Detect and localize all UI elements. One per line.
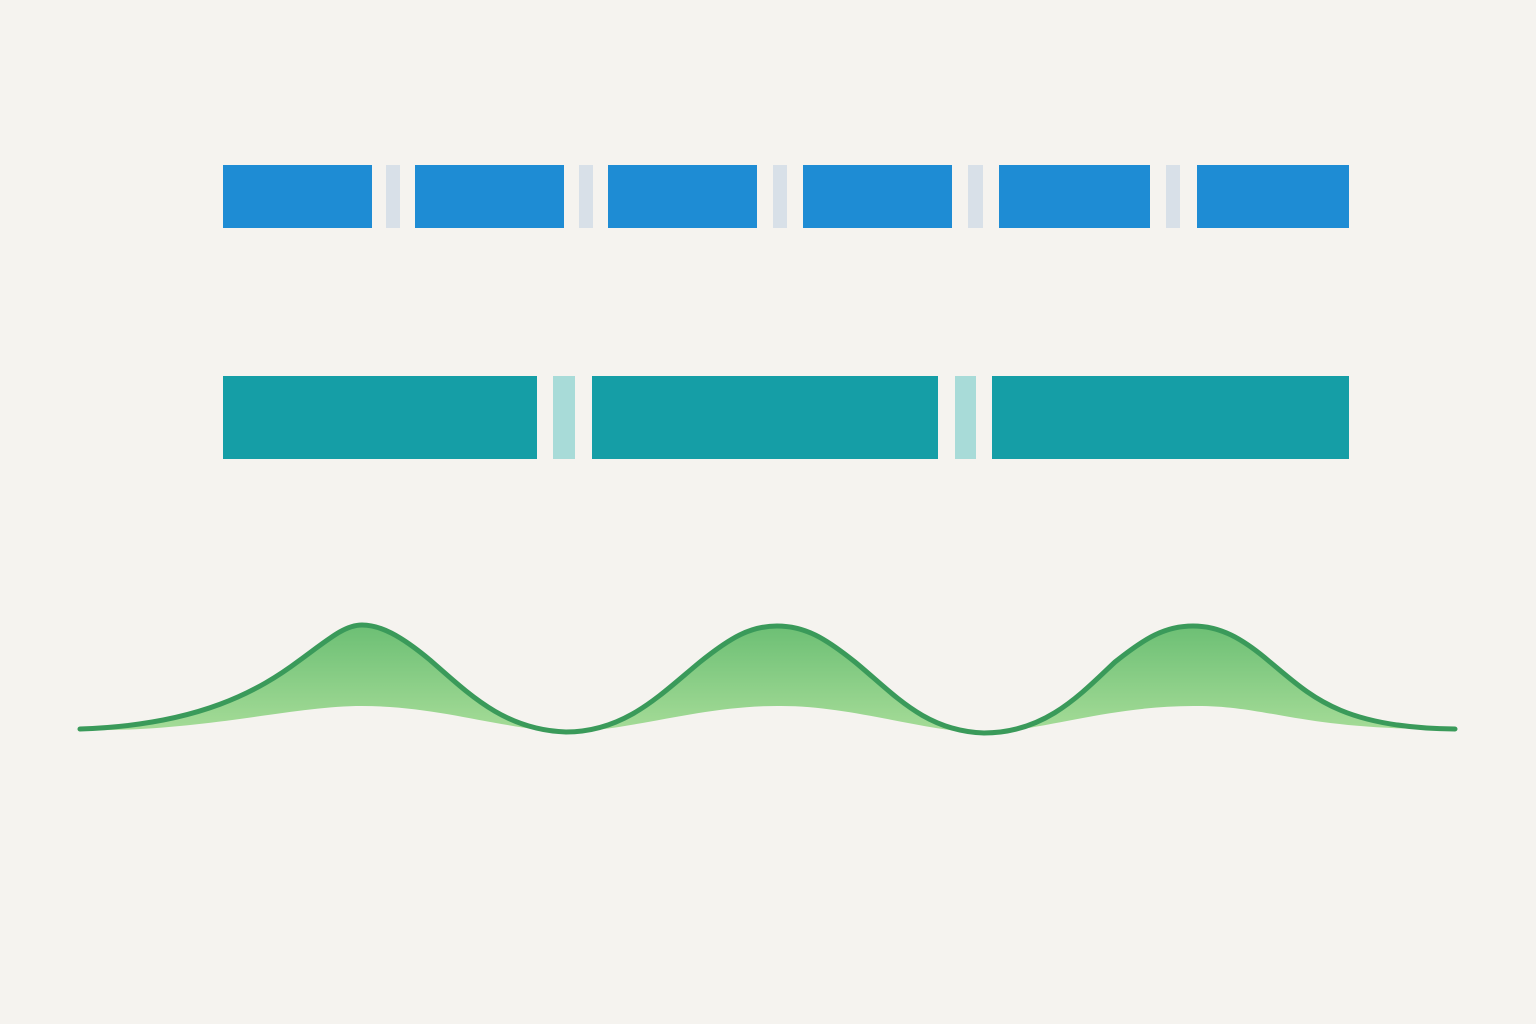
green-wave bbox=[75, 622, 1458, 736]
blue-segment-row bbox=[223, 165, 1349, 228]
blue-segment-row-divider-4 bbox=[968, 165, 983, 228]
wave-outline bbox=[77, 622, 1458, 736]
teal-segment-row-segment-1 bbox=[223, 376, 537, 459]
teal-segment-row-segment-3 bbox=[992, 376, 1349, 459]
blue-segment-row-divider-2 bbox=[579, 165, 593, 228]
blue-segment-row-segment-2 bbox=[415, 165, 564, 228]
blue-segment-row-segment-1 bbox=[223, 165, 372, 228]
teal-segment-row-segment-2 bbox=[592, 376, 938, 459]
blue-segment-row-divider-3 bbox=[773, 165, 787, 228]
blue-segment-row-segment-3 bbox=[608, 165, 757, 228]
blue-segment-row-divider-5 bbox=[1166, 165, 1180, 228]
teal-segment-row-divider-1 bbox=[553, 376, 575, 459]
teal-segment-row bbox=[223, 376, 1349, 459]
blue-segment-row-divider-1 bbox=[386, 165, 400, 228]
blue-segment-row-segment-5 bbox=[999, 165, 1150, 228]
blue-segment-row-segment-4 bbox=[803, 165, 952, 228]
wave-fill bbox=[75, 625, 1458, 733]
blue-segment-row-segment-6 bbox=[1197, 165, 1349, 228]
teal-segment-row-divider-2 bbox=[955, 376, 976, 459]
